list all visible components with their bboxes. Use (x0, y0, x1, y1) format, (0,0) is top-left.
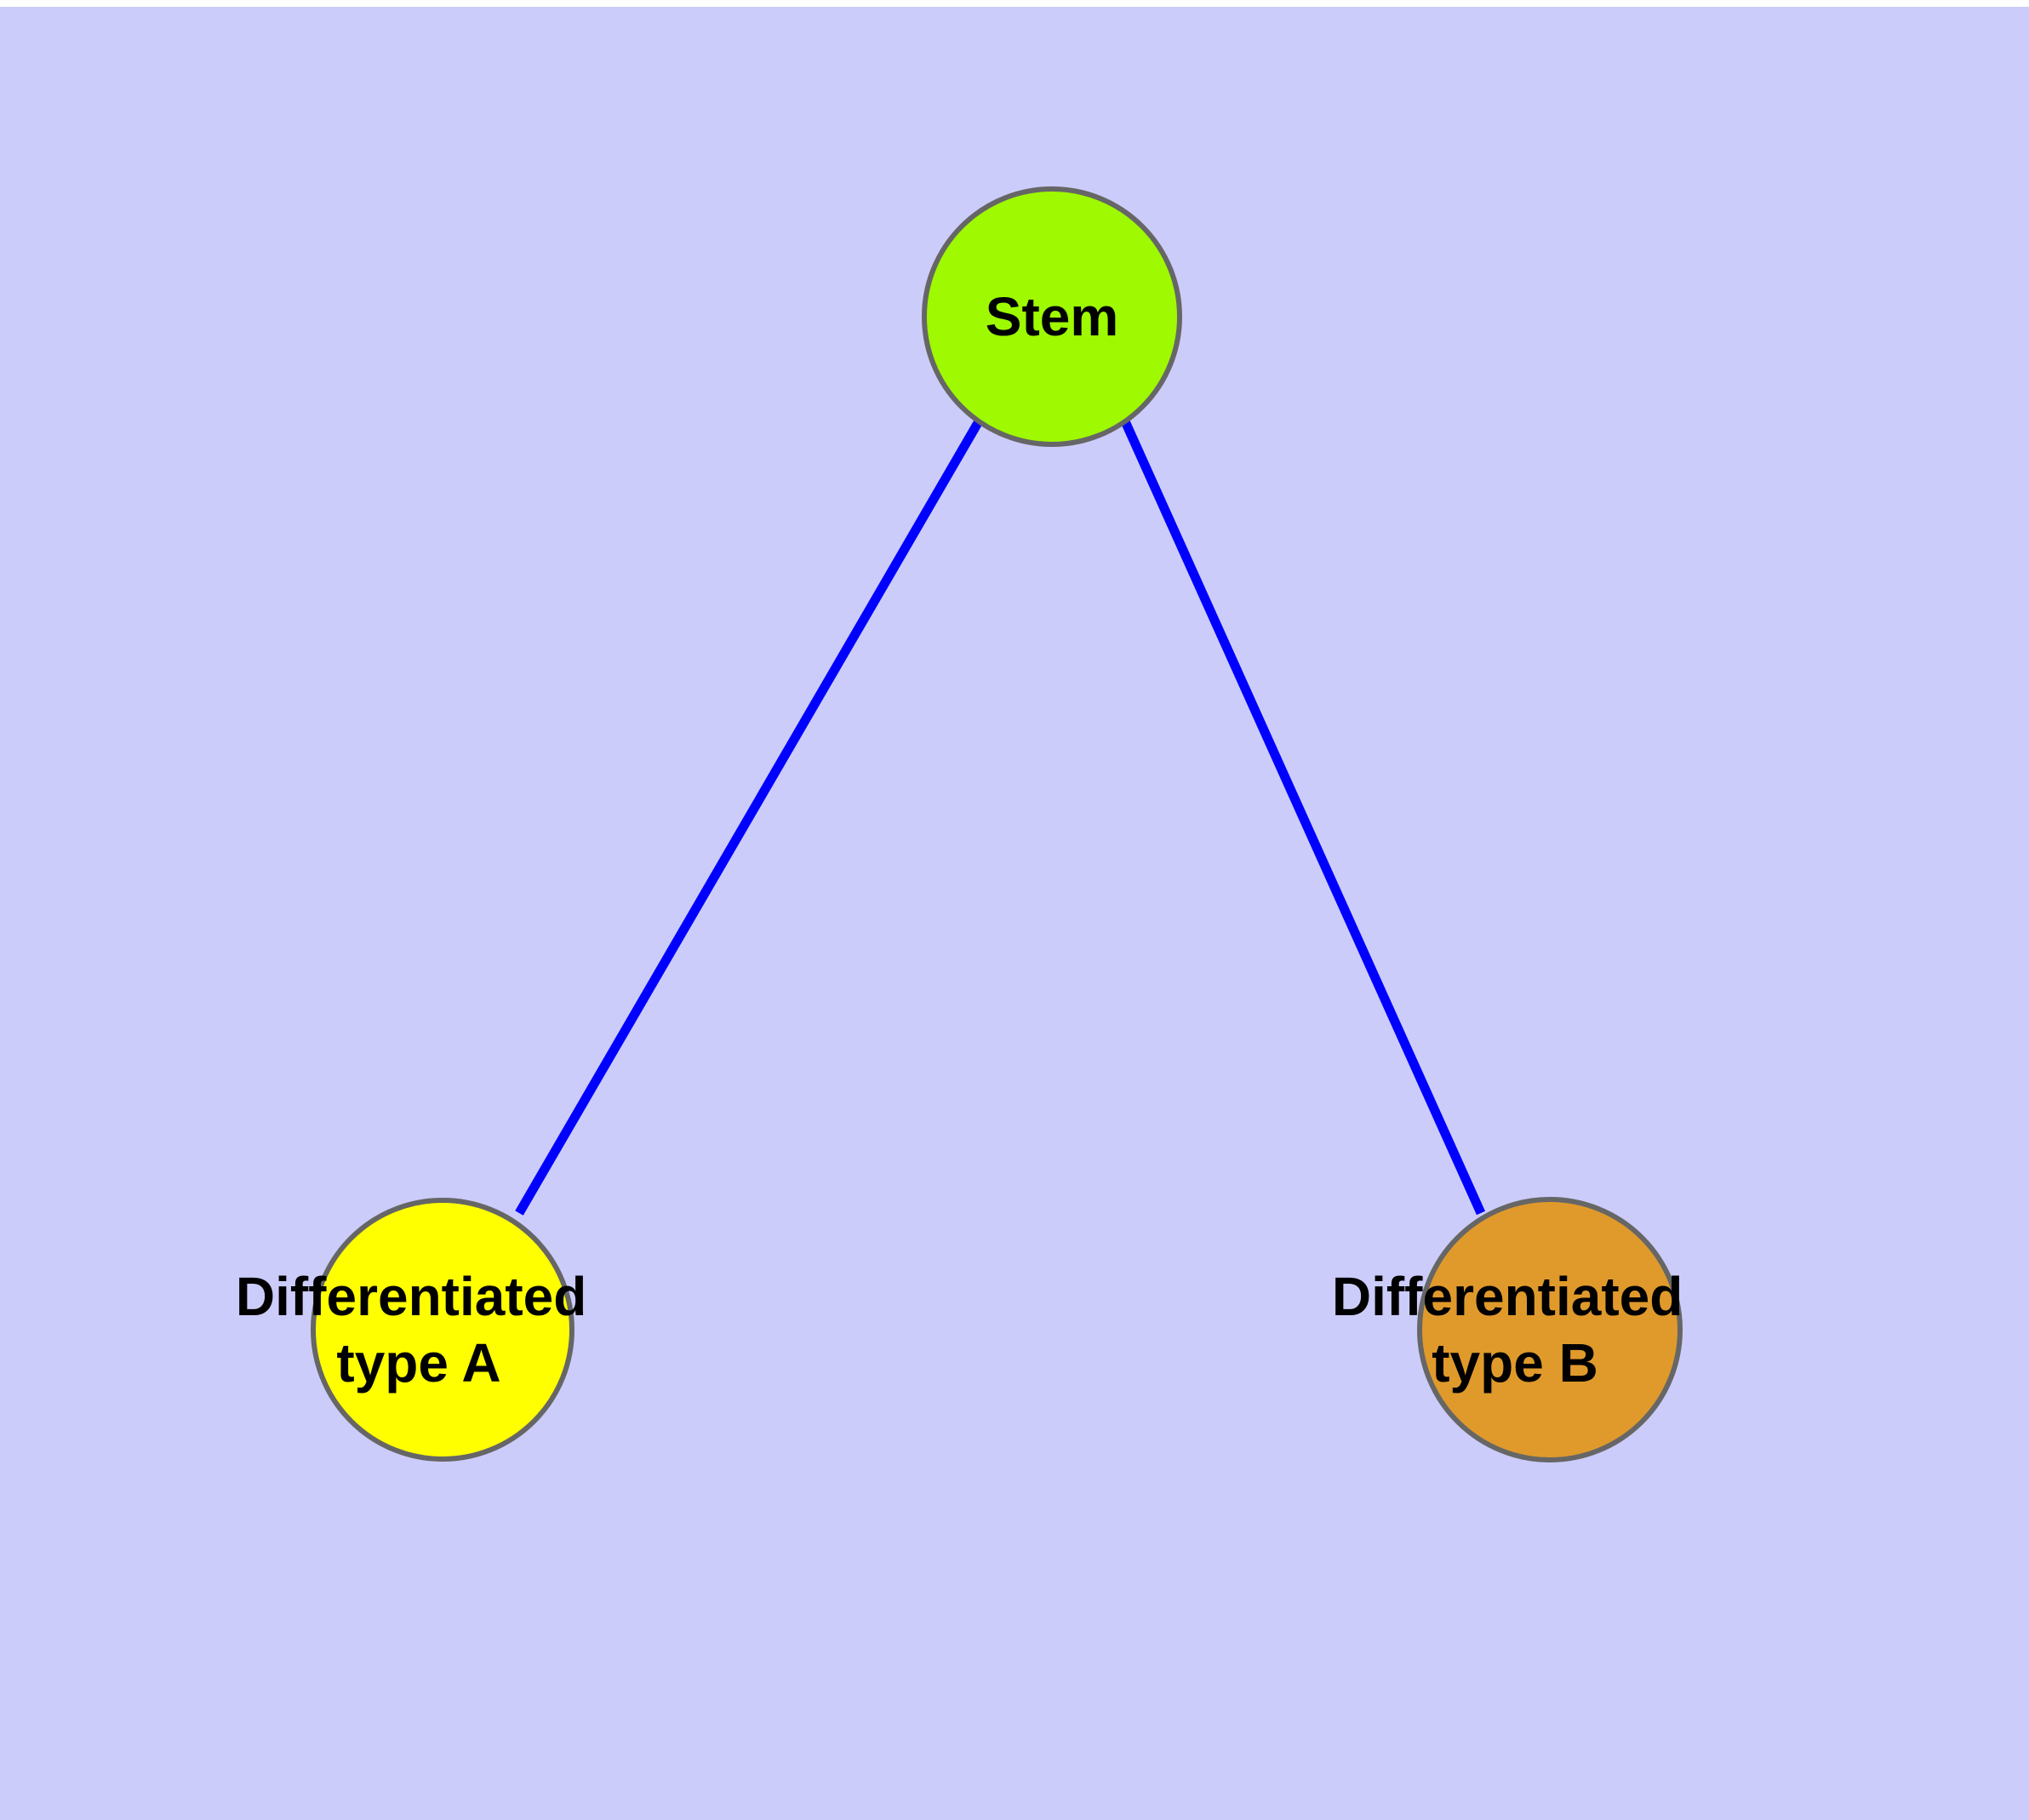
node-label-differentiated-type-a-line-1: Differentiated (236, 1266, 587, 1327)
node-stem[interactable] (922, 186, 1182, 447)
edges-group (515, 419, 1486, 1216)
node-label-differentiated-type-b-line-2: type B (1432, 1332, 1598, 1394)
node-labels-group: Stem Differentiated type A Differentiate… (236, 286, 1698, 1394)
node-label-differentiated-type-b-line-1: Differentiated (1332, 1266, 1683, 1327)
node-label-differentiated-type-a-line-2: type A (336, 1332, 500, 1394)
edge-stem-to-diff-a[interactable] (515, 419, 983, 1216)
node-label-differentiated-type-b: Differentiated type B (1332, 1266, 1698, 1394)
node-label-stem-line-1: Stem (986, 286, 1119, 347)
node-label-differentiated-type-a: Differentiated type A (236, 1266, 602, 1394)
nodes-group (311, 186, 1683, 1462)
edge-stem-to-diff-b[interactable] (1120, 419, 1486, 1216)
node-label-stem: Stem (986, 286, 1119, 347)
node-differentiated-type-b[interactable] (1417, 1197, 1683, 1462)
node-differentiated-type-a[interactable] (311, 1198, 574, 1462)
